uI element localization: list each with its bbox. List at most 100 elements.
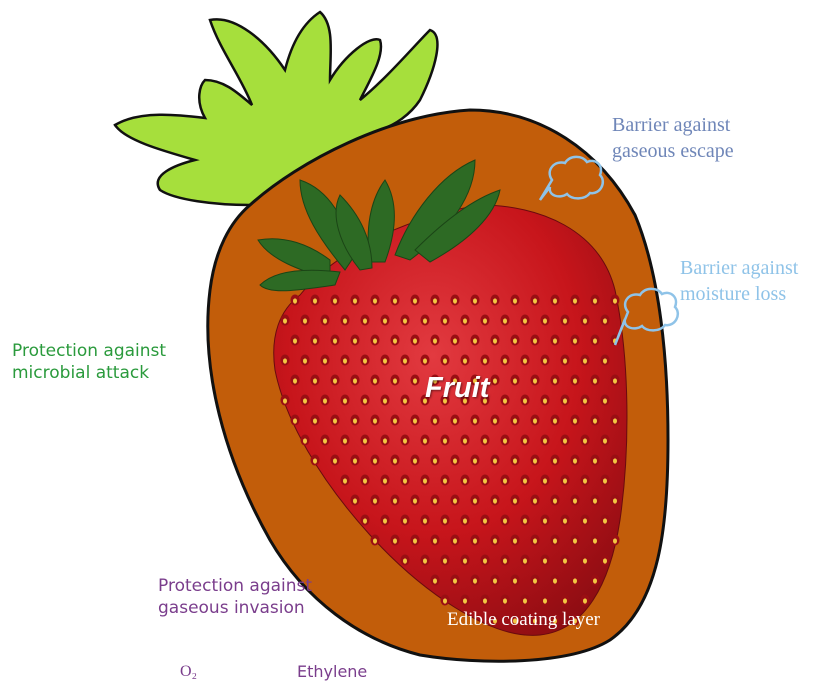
seed — [563, 358, 567, 363]
seed — [553, 338, 557, 343]
seed — [433, 578, 437, 583]
seed — [603, 358, 607, 363]
protection-gaseous-label: Protection against gaseous invasion — [158, 575, 312, 619]
seed — [523, 598, 527, 603]
seed — [593, 458, 597, 463]
seed — [403, 318, 407, 323]
seed — [353, 378, 357, 383]
seed — [363, 398, 367, 403]
seed — [553, 578, 557, 583]
seed — [313, 418, 317, 423]
seed — [443, 358, 447, 363]
seed — [553, 538, 557, 543]
seed — [453, 298, 457, 303]
seed — [593, 498, 597, 503]
seed — [593, 378, 597, 383]
seed — [363, 478, 367, 483]
seed — [313, 458, 317, 463]
seed — [393, 298, 397, 303]
seed — [373, 538, 377, 543]
seed — [513, 338, 517, 343]
seed — [333, 298, 337, 303]
seed — [493, 498, 497, 503]
seed — [573, 538, 577, 543]
seed — [453, 578, 457, 583]
seed — [573, 298, 577, 303]
seed — [353, 298, 357, 303]
barrier-moisture-loss-label: Barrier against moisture loss — [680, 255, 798, 307]
seed — [403, 518, 407, 523]
seed — [343, 438, 347, 443]
seed — [383, 398, 387, 403]
seed — [433, 338, 437, 343]
seed — [453, 498, 457, 503]
seed — [573, 418, 577, 423]
seed — [303, 358, 307, 363]
seed — [433, 498, 437, 503]
seed — [453, 538, 457, 543]
seed — [603, 318, 607, 323]
seed — [413, 418, 417, 423]
seed — [423, 558, 427, 563]
seed — [313, 298, 317, 303]
seed — [463, 478, 467, 483]
seed — [613, 298, 617, 303]
seed — [503, 478, 507, 483]
seed — [593, 578, 597, 583]
seed — [553, 378, 557, 383]
seed — [483, 598, 487, 603]
seed — [533, 298, 537, 303]
seed — [583, 318, 587, 323]
seed — [363, 438, 367, 443]
seed — [463, 318, 467, 323]
seed — [463, 598, 467, 603]
seed — [513, 498, 517, 503]
seed — [483, 358, 487, 363]
barrier-gaseous-escape-label: Barrier against gaseous escape — [612, 112, 734, 164]
seed — [473, 538, 477, 543]
seed — [363, 358, 367, 363]
seed — [563, 558, 567, 563]
seed — [553, 298, 557, 303]
seed — [493, 538, 497, 543]
ethylene-label: Ethylene — [297, 662, 367, 683]
seed — [613, 458, 617, 463]
seed — [533, 578, 537, 583]
seed — [613, 418, 617, 423]
seed — [483, 518, 487, 523]
seed — [563, 318, 567, 323]
seed — [463, 438, 467, 443]
seed — [573, 578, 577, 583]
seed — [603, 438, 607, 443]
seed — [353, 498, 357, 503]
seed — [603, 478, 607, 483]
seed — [583, 358, 587, 363]
seed — [553, 418, 557, 423]
seed — [543, 398, 547, 403]
seed — [573, 338, 577, 343]
seed — [313, 378, 317, 383]
seed — [593, 338, 597, 343]
seed — [293, 378, 297, 383]
seed — [533, 378, 537, 383]
seed — [573, 458, 577, 463]
seed — [373, 338, 377, 343]
seed — [493, 458, 497, 463]
seed — [473, 578, 477, 583]
seed — [403, 558, 407, 563]
seed — [303, 318, 307, 323]
seed — [333, 418, 337, 423]
seed — [383, 358, 387, 363]
edible-coating-label: Edible coating layer — [447, 608, 600, 633]
seed — [503, 518, 507, 523]
seed — [543, 518, 547, 523]
seed — [523, 318, 527, 323]
seed — [333, 458, 337, 463]
seed — [323, 438, 327, 443]
seed — [573, 498, 577, 503]
seed — [433, 298, 437, 303]
seed — [393, 418, 397, 423]
seed — [493, 578, 497, 583]
seed — [533, 498, 537, 503]
